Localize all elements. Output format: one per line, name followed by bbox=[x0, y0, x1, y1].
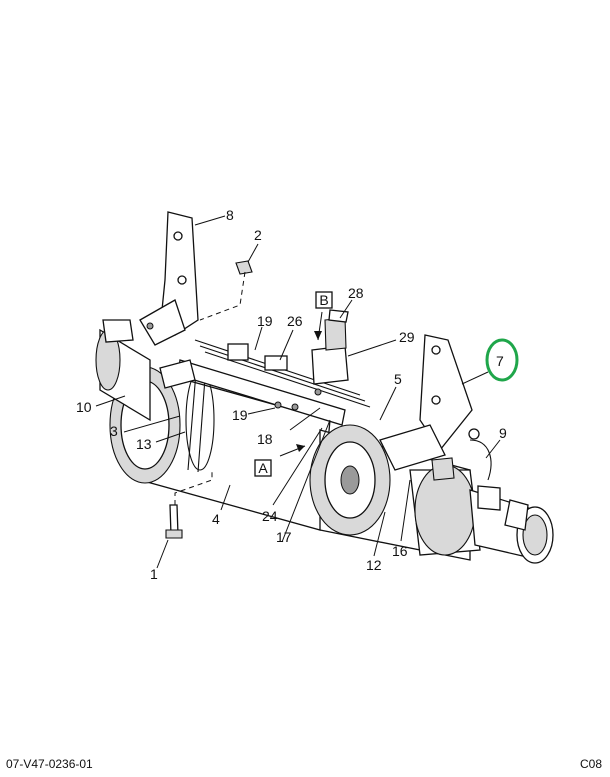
view-label-a: A bbox=[258, 460, 268, 476]
sensor-rail bbox=[159, 339, 371, 426]
left-bracket bbox=[139, 211, 199, 346]
callout-26: 26 bbox=[287, 313, 303, 329]
drawing-id: 07-V47-0236-01 bbox=[6, 757, 93, 771]
callout-19-bottom: 19 bbox=[232, 407, 248, 423]
pressure-sensor bbox=[311, 309, 349, 385]
callout-1: 1 bbox=[150, 566, 158, 582]
callout-17: 17 bbox=[276, 529, 292, 545]
assembly-line-nut bbox=[199, 271, 246, 321]
nut bbox=[235, 260, 253, 275]
right-bracket bbox=[379, 334, 473, 481]
callout-3: 3 bbox=[110, 423, 118, 439]
view-box-a bbox=[254, 459, 272, 477]
inlet-pipe bbox=[95, 319, 151, 422]
callout-24: 24 bbox=[262, 508, 278, 524]
leader-lines bbox=[95, 215, 501, 569]
callout-9: 9 bbox=[499, 425, 507, 441]
arrow-a bbox=[296, 444, 305, 452]
callout-29: 29 bbox=[399, 329, 415, 345]
outlet-pipe bbox=[469, 485, 554, 564]
callout-8: 8 bbox=[226, 207, 234, 223]
bolt bbox=[165, 504, 183, 539]
temperature-sensor bbox=[468, 428, 492, 481]
callout-13: 13 bbox=[136, 436, 152, 452]
callout-5: 5 bbox=[394, 371, 402, 387]
view-label-b: B bbox=[319, 292, 328, 308]
highlight-circle bbox=[485, 338, 519, 382]
assembly-line-bolt bbox=[174, 472, 213, 505]
callout-18: 18 bbox=[257, 431, 273, 447]
sheet-code: C08 bbox=[579, 757, 602, 771]
callout-2: 2 bbox=[254, 227, 262, 243]
callout-28: 28 bbox=[348, 285, 364, 301]
callout-4: 4 bbox=[212, 511, 220, 527]
view-box-b bbox=[315, 291, 333, 309]
callout-12: 12 bbox=[366, 557, 382, 573]
callout-7: 7 bbox=[496, 353, 504, 369]
callout-19-top: 19 bbox=[257, 313, 273, 329]
arrow-b bbox=[314, 331, 322, 340]
callout-16: 16 bbox=[392, 543, 408, 559]
callout-10: 10 bbox=[76, 399, 92, 415]
